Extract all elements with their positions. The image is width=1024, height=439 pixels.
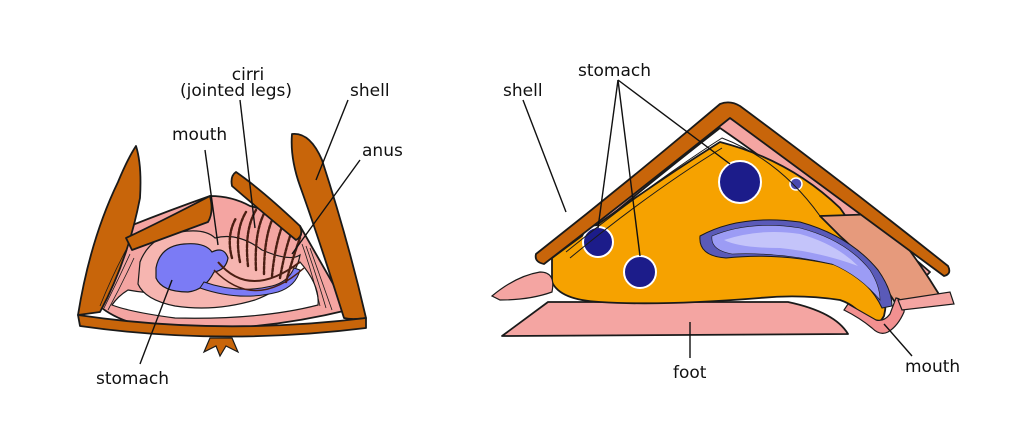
limpet-foot (501, 301, 849, 337)
barnacle-cirri-leader (239, 99, 256, 229)
limpet-label-stomach: stomach (578, 61, 651, 81)
limpet-stomach-leader-1 (597, 79, 619, 229)
barnacle-label-anus: anus (362, 141, 403, 161)
limpet-mouth-leader (883, 323, 913, 357)
limpet-mouth-parts (843, 297, 905, 334)
limpet-label-shell: shell (503, 81, 543, 101)
barnacle-stalk (202, 337, 240, 358)
limpet-tentacles-left (490, 271, 554, 301)
limpet-radula-highlight (724, 232, 858, 266)
barnacle-label-stomach: stomach (96, 369, 169, 389)
limpet-stomach-pouches (582, 160, 803, 289)
limpet-stomach-2 (623, 255, 657, 289)
barnacle-legs-base (217, 261, 301, 282)
barnacle-shell-leader (315, 99, 349, 181)
limpet-inner-lines (565, 137, 821, 259)
barnacle-label-cirri-1: cirri (232, 65, 264, 85)
barnacle-legs-base-2 (213, 267, 305, 292)
barnacle-diagram: cirri (jointed legs) shell mouth anus st… (77, 65, 403, 389)
barnacle-stomach-leader (139, 279, 173, 365)
barnacle-tergum-right (230, 171, 303, 241)
limpet-stomach-leader-3 (617, 79, 731, 165)
barnacle-stomach (155, 243, 229, 293)
barnacle-anus-leader (291, 159, 361, 255)
barnacle-shell-left (77, 145, 142, 316)
limpet-stomach-3 (718, 160, 762, 204)
limpet-tentacles-right (897, 291, 955, 311)
limpet-label-foot: foot (673, 363, 707, 383)
limpet-shell-leader (522, 99, 567, 213)
limpet-shell (534, 101, 951, 277)
limpet-stomach-1 (582, 226, 614, 258)
barnacle-label-mouth: mouth (172, 125, 227, 145)
limpet-stomach-4 (789, 177, 803, 191)
barnacle-mouth-leader (204, 149, 219, 246)
limpet-label-mouth: mouth (905, 357, 960, 377)
barnacle-label-cirri-2: (jointed legs) (180, 81, 292, 101)
limpet-diagram: shell stomach foot mouth (490, 61, 960, 383)
barnacle-tergum-left (125, 195, 213, 251)
barnacle-label-shell: shell (350, 81, 390, 101)
barnacle-muscles (99, 243, 333, 311)
barnacle-base (77, 314, 367, 338)
limpet-stomach-leader-2 (617, 79, 641, 257)
